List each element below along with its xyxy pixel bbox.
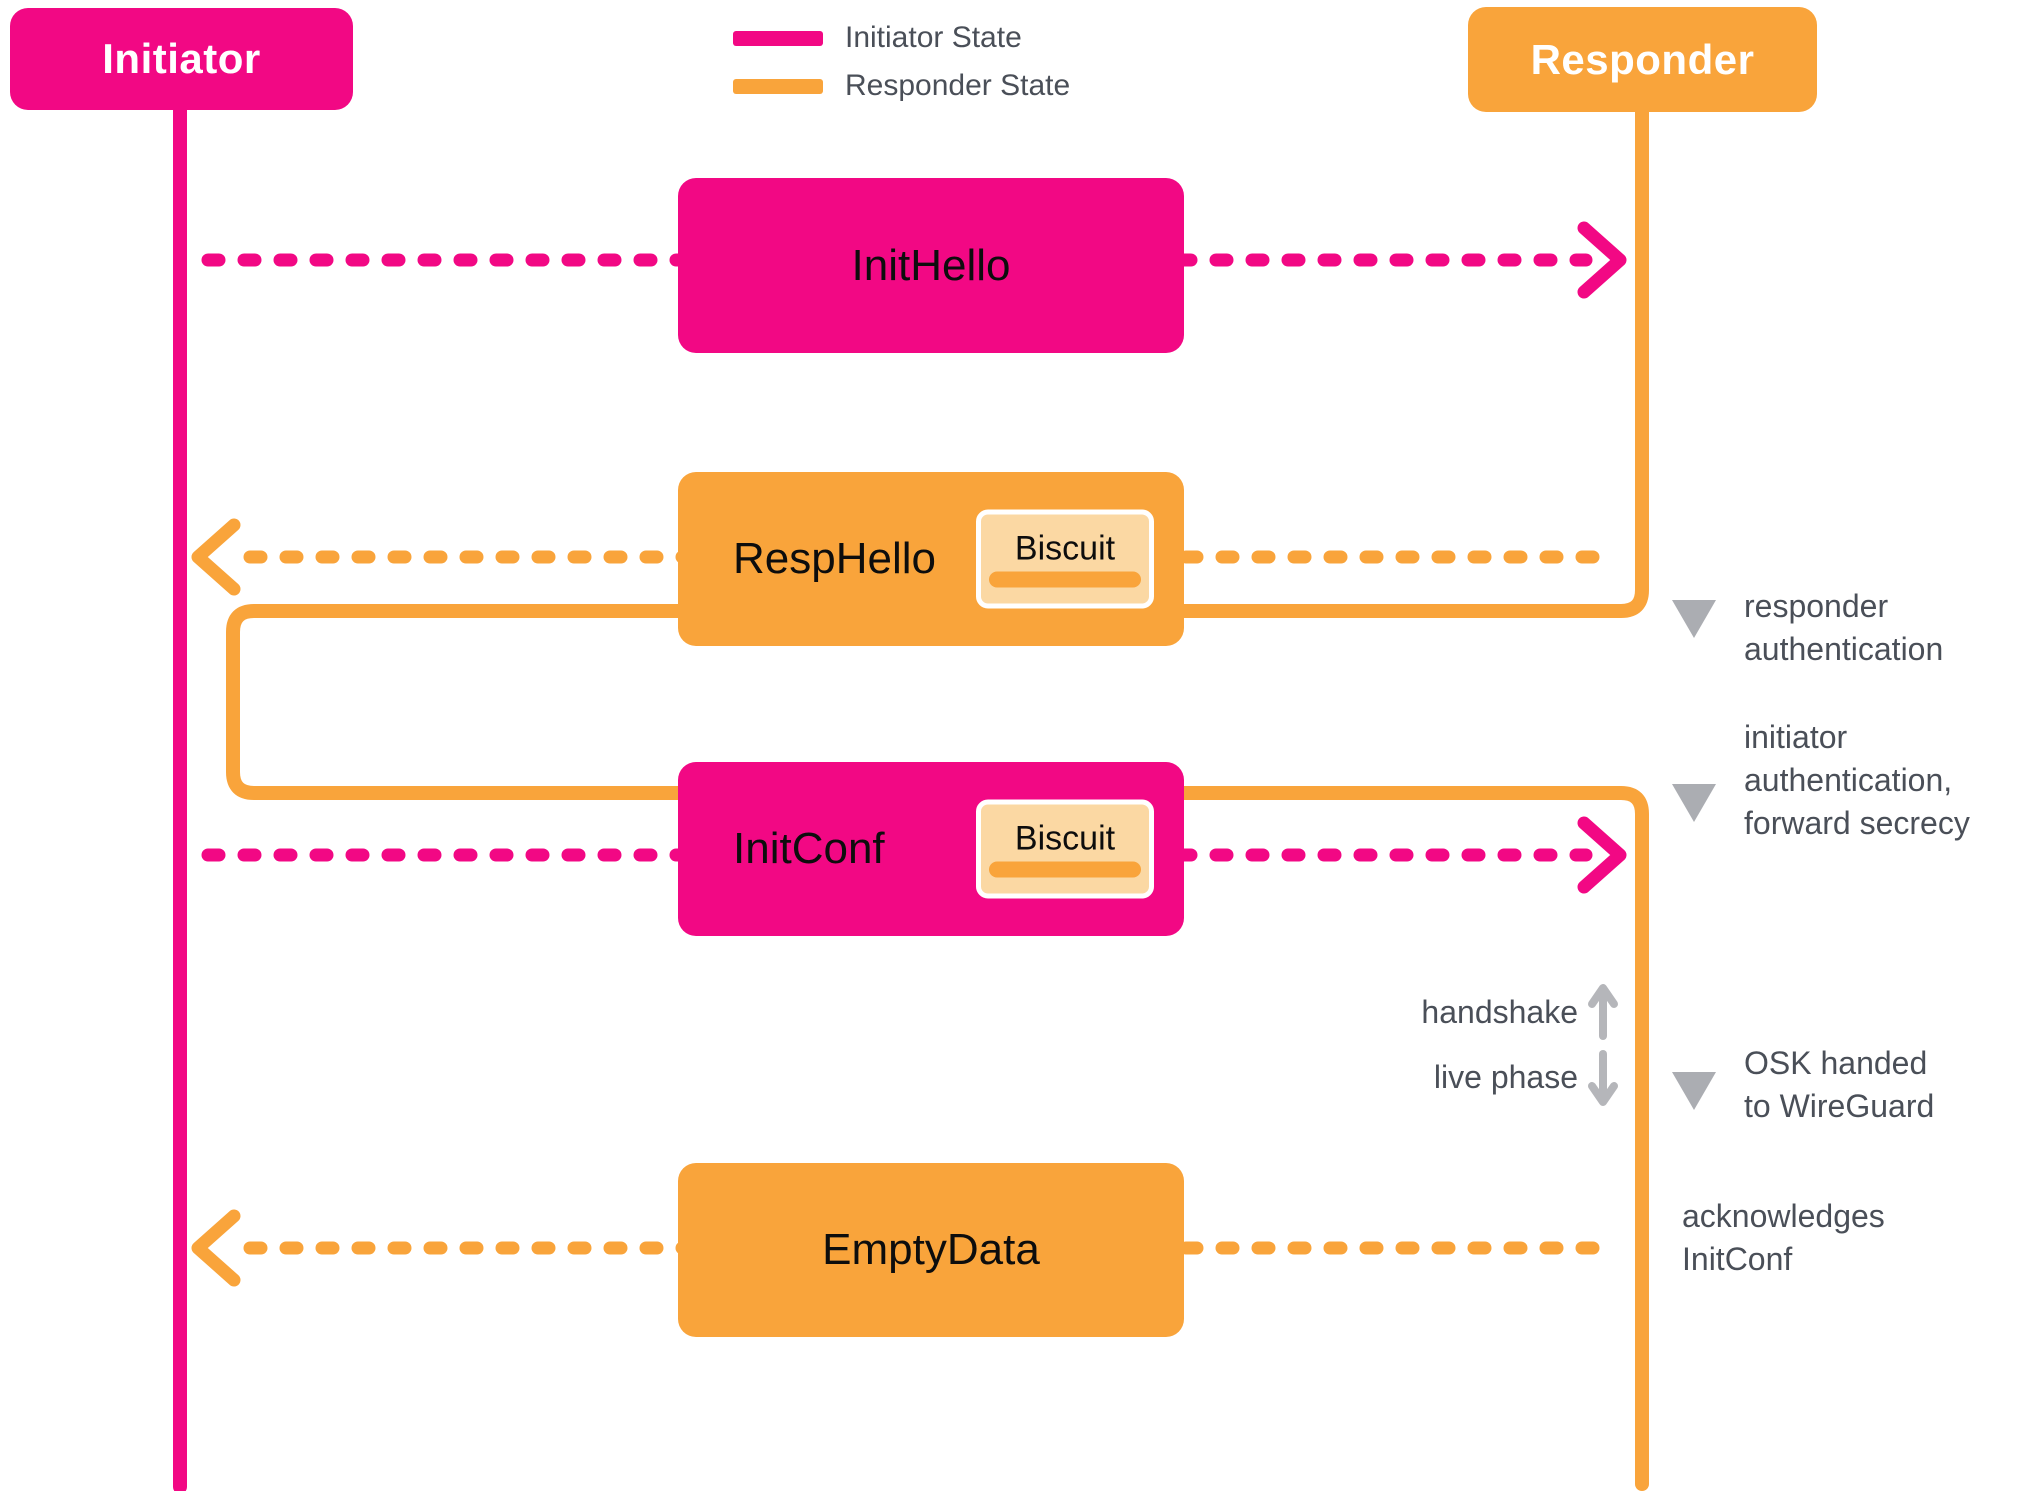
initconf-label: InitConf [733,824,885,873]
initconf-biscuit-label: Biscuit [1014,819,1116,857]
initconf-biscuit-box: Biscuit [976,799,1154,899]
responder-auth-line2: authentication [1744,631,1944,667]
initiator-auth-line1: initiator [1744,719,1848,755]
initconf-arrowhead-icon [1577,816,1627,894]
initiator-auth-line3: forward secrecy [1744,805,1970,841]
initiator-state-swatch [733,30,823,46]
osk-triangle-icon [1672,1072,1716,1110]
handshake-up-arrow-icon [1588,984,1618,1040]
inithello-message-box: InitHello [678,178,1184,353]
legend-row-initiator-state: Initiator State [733,21,1070,54]
resphello-label: RespHello [733,534,936,583]
initiator-actor-label: Initiator [102,35,261,82]
inithello-label: InitHello [851,240,1011,290]
resphello-biscuit-box: Biscuit [976,509,1154,609]
inithello-arrowhead-icon [1577,221,1627,299]
osk-annotation: OSK handed to WireGuard [1744,1042,1934,1128]
initconf-biscuit-bar [989,861,1141,877]
resphello-message-box: RespHello Biscuit [678,472,1184,646]
responder-auth-line1: responder [1744,588,1889,624]
osk-line1: OSK handed [1744,1045,1928,1081]
responder-state-line [226,93,1649,1491]
responder-auth-annotation: responder authentication [1744,585,1943,671]
legend: Initiator State Responder State [733,21,1071,118]
initiator-auth-line2: authentication, [1744,762,1953,798]
osk-line2: to WireGuard [1744,1088,1935,1124]
initconf-message-box: InitConf Biscuit [678,762,1184,936]
emptydata-message-box: EmptyData [678,1163,1184,1337]
legend-row-responder-state: Responder State [733,69,1071,102]
live-phase-label: live phase [1433,1059,1578,1095]
initiator-auth-triangle-icon [1672,784,1716,822]
emptydata-label: EmptyData [822,1225,1040,1274]
resphello-arrowhead-icon [191,518,241,596]
emptydata-arrowhead-icon [191,1209,241,1287]
initiator-actor-box: Initiator [10,8,353,110]
ack-line2: InitConf [1682,1241,1793,1277]
responder-actor-label: Responder [1530,35,1755,83]
live-phase-down-arrow-icon [1588,1050,1618,1106]
initiator-auth-annotation: initiator authentication, forward secrec… [1744,716,1970,845]
ack-line1: acknowledges [1682,1198,1885,1234]
responder-state-swatch [733,78,823,94]
resphello-biscuit-bar [989,571,1141,587]
resphello-biscuit-label: Biscuit [1014,529,1116,567]
handshake-phase-label: handshake [1421,994,1578,1030]
responder-actor-box: Responder [1468,7,1817,112]
ack-annotation: acknowledges InitConf [1682,1195,1885,1281]
initiator-state-label: Initiator State [845,21,1022,54]
responder-state-label: Responder State [845,69,1071,102]
responder-auth-triangle-icon [1672,600,1716,638]
